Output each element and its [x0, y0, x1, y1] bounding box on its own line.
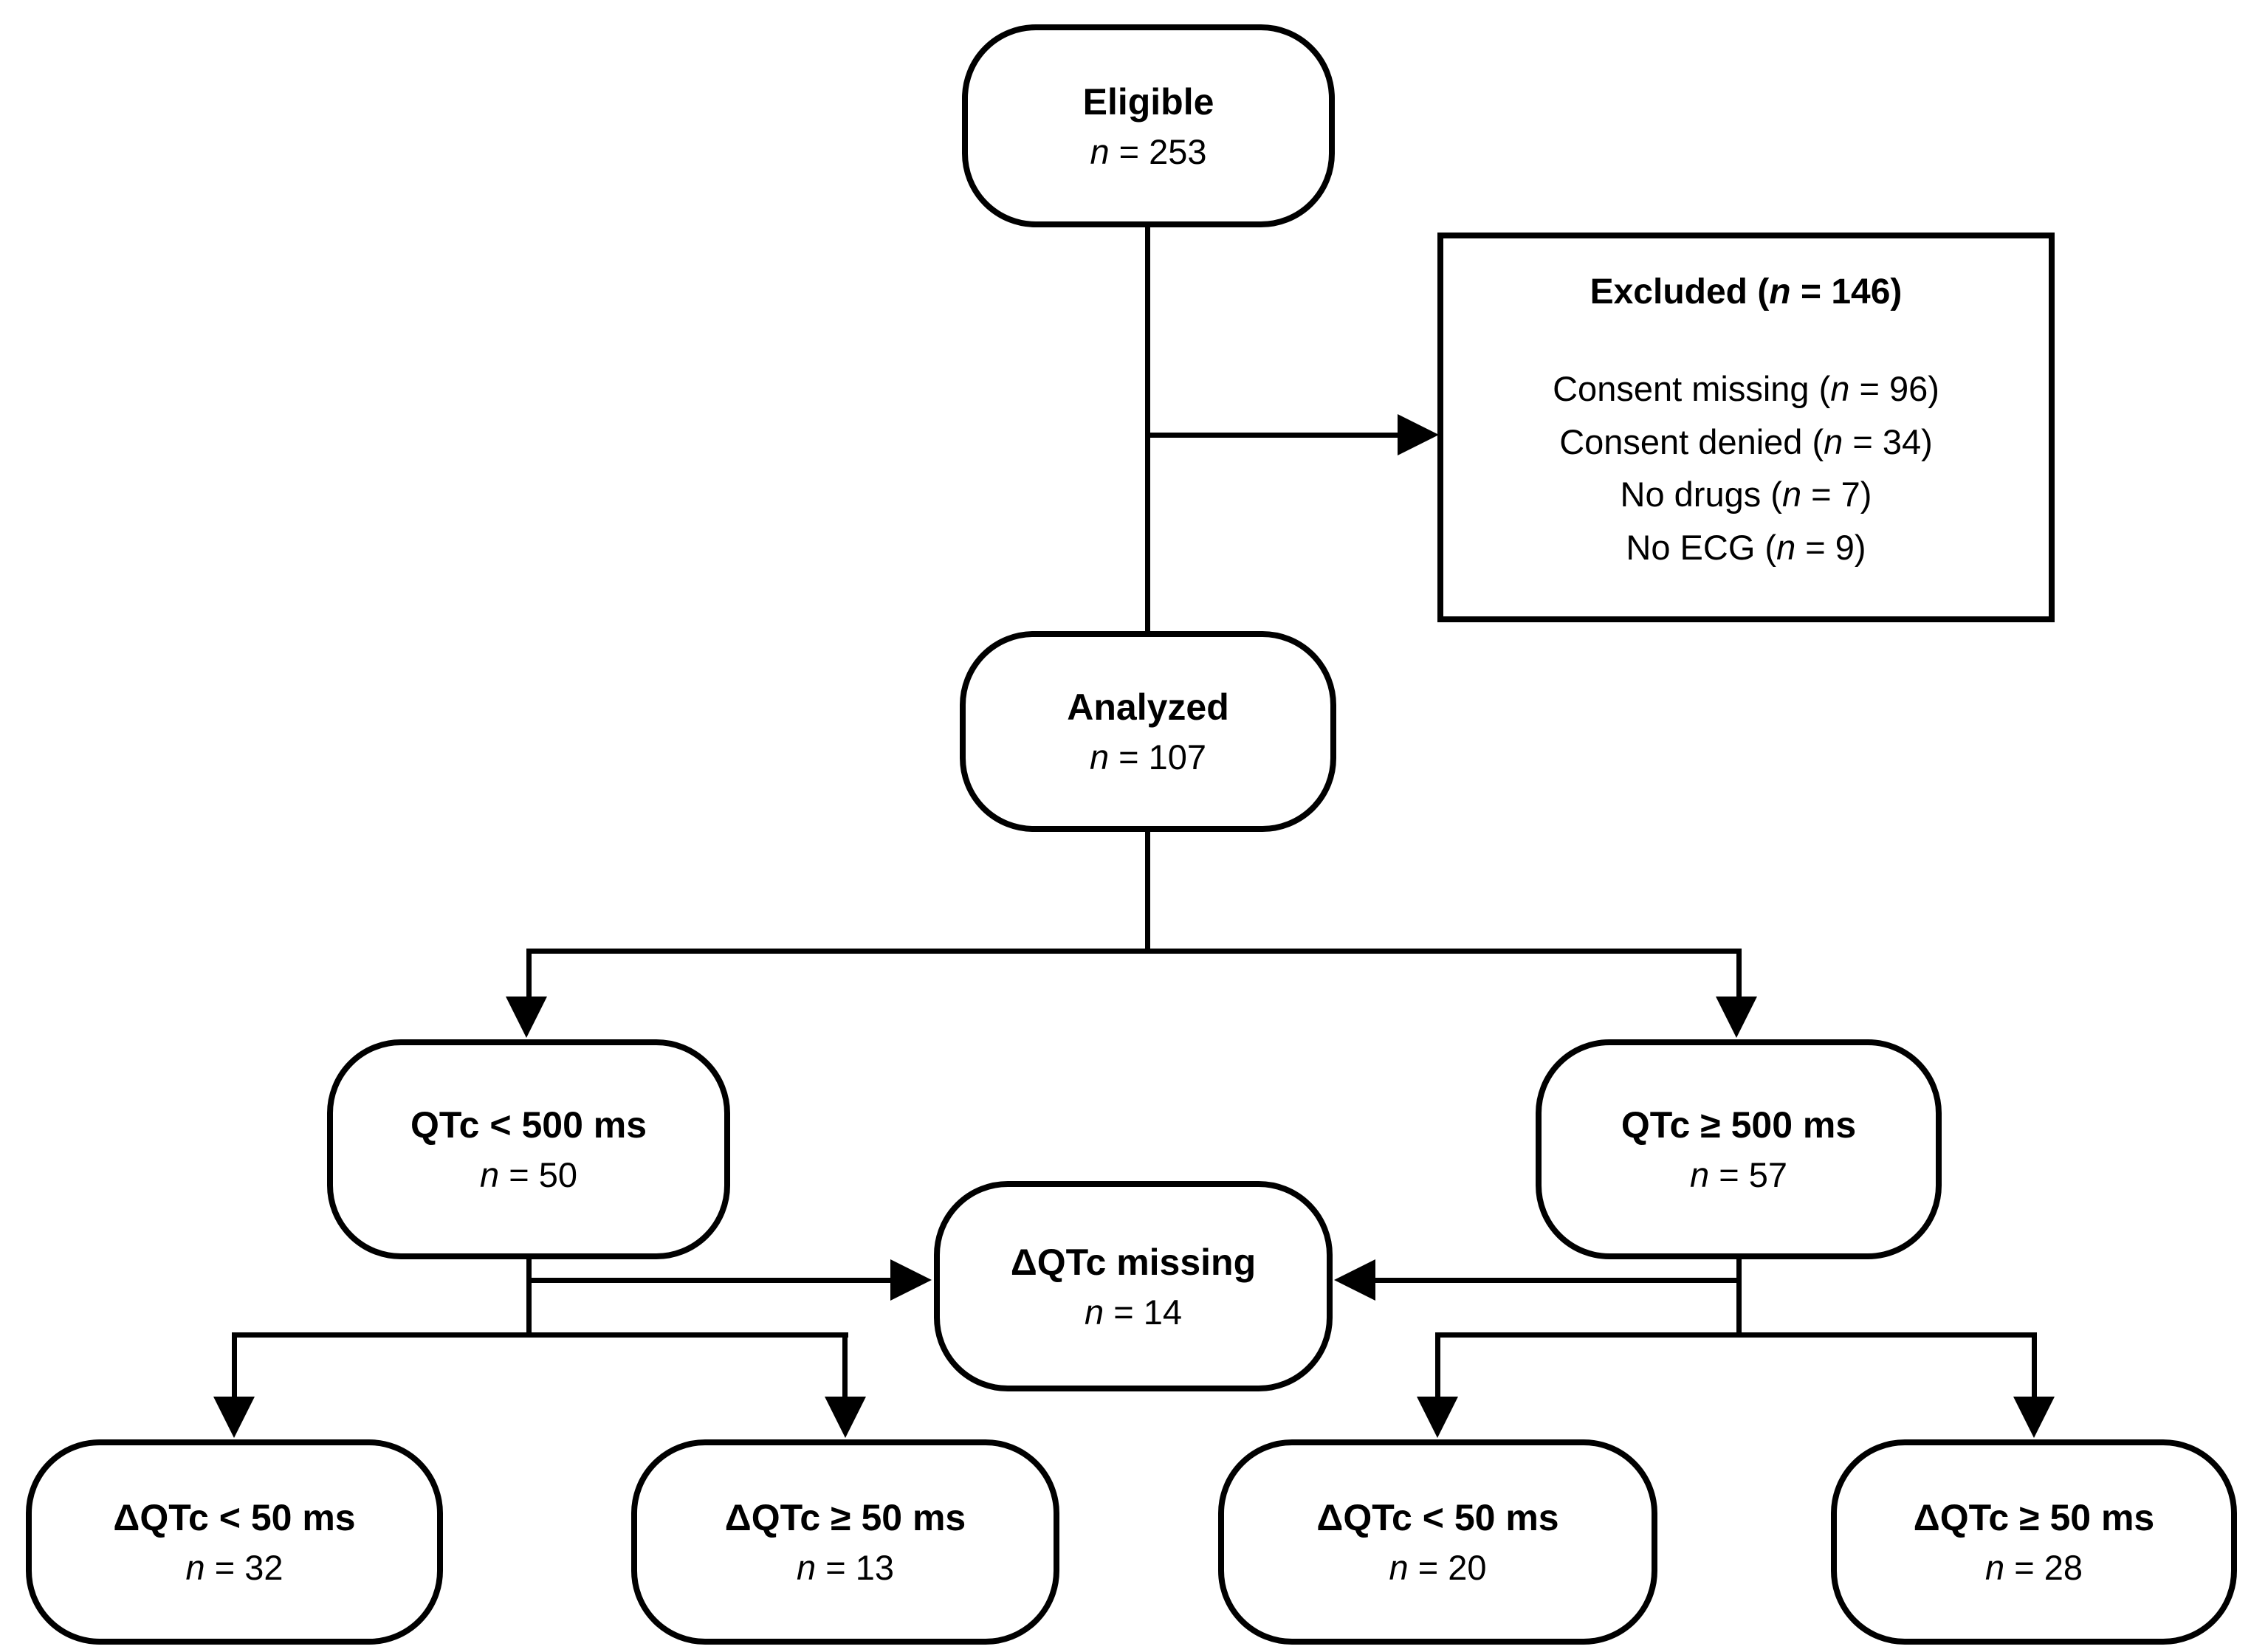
n-symbol: n [1781, 475, 1802, 514]
excluded-item-text: Consent missing ( [1553, 369, 1831, 409]
n-symbol: n [1389, 1548, 1409, 1588]
n-symbol: n [1985, 1548, 2005, 1588]
n-symbol: n [1690, 1155, 1710, 1195]
node-dqtc-lt-50-left-label: ΔQTc < 50 ms [113, 1497, 356, 1539]
excluded-title-post: = 146) [1790, 272, 1903, 312]
node-dqtc-ge-50-left-label: ΔQTc ≥ 50 ms [724, 1497, 966, 1539]
arrowhead-into-missing-right [1334, 1259, 1375, 1301]
n-value: = 57 [1709, 1155, 1787, 1195]
excluded-item: Consent denied (n = 34) [1443, 416, 2049, 468]
n-value: = 14 [1104, 1292, 1182, 1332]
node-dqtc-missing: ΔQTc missing n = 14 [934, 1181, 1333, 1391]
n-symbol: n [1776, 527, 1796, 567]
node-dqtc-lt-50-left-count: n = 32 [186, 1543, 283, 1592]
node-dqtc-ge-50-right-count: n = 28 [1985, 1543, 2083, 1592]
node-analyzed: Analyzed n = 107 [960, 631, 1336, 832]
connector-stem-dqtc-lt-50-left [232, 1332, 237, 1399]
node-dqtc-lt-50-right-count: n = 20 [1389, 1543, 1487, 1592]
arrowhead-into-dqtc-ge-50-left [825, 1397, 866, 1438]
node-eligible-count: n = 253 [1090, 128, 1206, 176]
connector-stem-dqtc-lt-50-right [1435, 1332, 1440, 1399]
connector-stem-dqtc-ge-50-left [842, 1332, 848, 1399]
excluded-item-count: = 7) [1801, 475, 1872, 514]
node-qtc-ge-500-label: QTc ≥ 500 ms [1621, 1104, 1857, 1146]
n-symbol: n [1830, 369, 1850, 409]
n-symbol: n [797, 1548, 817, 1588]
connector-split-left-subtree [232, 1332, 848, 1338]
connector-eligible-to-analyzed [1145, 224, 1150, 633]
node-dqtc-ge-50-left-count: n = 13 [797, 1543, 894, 1592]
connector-branch-to-excluded [1145, 433, 1402, 438]
excluded-item-text: Consent denied ( [1559, 421, 1824, 461]
node-analyzed-count: n = 107 [1090, 733, 1206, 782]
connector-left-to-missing [526, 1278, 893, 1283]
node-dqtc-ge-50-left: ΔQTc ≥ 50 ms n = 13 [631, 1439, 1059, 1645]
n-value: = 20 [1408, 1548, 1487, 1588]
n-symbol: n [1090, 131, 1110, 171]
excluded-item: No drugs (n = 7) [1443, 468, 2049, 520]
n-symbol: n [1769, 272, 1791, 312]
n-symbol: n [480, 1155, 500, 1195]
node-excluded: Excluded (n = 146) Consent missing (n = … [1437, 233, 2055, 622]
node-dqtc-lt-50-right: ΔQTc < 50 ms n = 20 [1218, 1439, 1657, 1645]
arrowhead-into-qtc-lt-500 [506, 997, 547, 1038]
excluded-item-count: = 9) [1795, 527, 1866, 567]
node-eligible: Eligible n = 253 [962, 24, 1335, 227]
n-symbol: n [1824, 421, 1843, 461]
excluded-item: Consent missing (n = 96) [1443, 362, 2049, 415]
connector-stem-qtc-lt-500 [526, 949, 532, 999]
connector-stem-dqtc-ge-50-right [2032, 1332, 2037, 1399]
node-dqtc-missing-label: ΔQTc missing [1010, 1241, 1257, 1283]
connector-analyzed-to-split [1145, 830, 1150, 951]
node-qtc-lt-500-label: QTc < 500 ms [410, 1104, 647, 1146]
node-dqtc-ge-50-right-label: ΔQTc ≥ 50 ms [1913, 1497, 2155, 1539]
arrowhead-into-dqtc-lt-50-left [213, 1397, 255, 1438]
connector-split-right-subtree [1435, 1332, 2037, 1338]
n-value: = 32 [205, 1548, 283, 1588]
node-qtc-lt-500: QTc < 500 ms n = 50 [327, 1039, 730, 1259]
connector-split-level2 [526, 949, 1742, 954]
excluded-title-pre: Excluded ( [1590, 272, 1770, 312]
n-value: = 107 [1109, 737, 1207, 777]
connector-qtc-ge-500-down [1736, 1256, 1742, 1338]
node-qtc-lt-500-count: n = 50 [480, 1151, 577, 1200]
excluded-items: Consent missing (n = 96) Consent denied … [1443, 362, 2049, 574]
arrowhead-into-missing-left [890, 1259, 932, 1301]
excluded-item-text: No ECG ( [1626, 527, 1777, 567]
excluded-title: Excluded (n = 146) [1443, 269, 2049, 315]
excluded-item-count: = 96) [1849, 369, 1939, 409]
n-symbol: n [1085, 1292, 1104, 1332]
n-value: = 28 [2004, 1548, 2083, 1588]
connector-right-to-missing [1375, 1278, 1742, 1283]
excluded-item-count: = 34) [1843, 421, 1933, 461]
n-value: = 13 [816, 1548, 894, 1588]
n-value: = 50 [499, 1155, 577, 1195]
node-dqtc-lt-50-left: ΔQTc < 50 ms n = 32 [26, 1439, 443, 1645]
connector-stem-qtc-ge-500 [1736, 949, 1742, 999]
node-dqtc-ge-50-right: ΔQTc ≥ 50 ms n = 28 [1831, 1439, 2237, 1645]
excluded-item: No ECG (n = 9) [1443, 521, 2049, 574]
n-value: = 253 [1109, 131, 1207, 171]
node-qtc-ge-500-count: n = 57 [1690, 1151, 1787, 1200]
node-dqtc-lt-50-right-label: ΔQTc < 50 ms [1316, 1497, 1559, 1539]
arrowhead-into-excluded [1398, 414, 1439, 455]
node-analyzed-label: Analyzed [1067, 686, 1229, 729]
excluded-item-text: No drugs ( [1620, 475, 1782, 514]
n-symbol: n [185, 1548, 205, 1588]
node-dqtc-missing-count: n = 14 [1085, 1288, 1182, 1337]
arrowhead-into-qtc-ge-500 [1716, 997, 1757, 1038]
arrowhead-into-dqtc-ge-50-right [2013, 1397, 2055, 1438]
node-eligible-label: Eligible [1082, 80, 1214, 123]
node-qtc-ge-500: QTc ≥ 500 ms n = 57 [1536, 1039, 1942, 1259]
connector-qtc-lt-500-down [526, 1256, 532, 1338]
arrowhead-into-dqtc-lt-50-right [1417, 1397, 1458, 1438]
n-symbol: n [1089, 737, 1110, 777]
